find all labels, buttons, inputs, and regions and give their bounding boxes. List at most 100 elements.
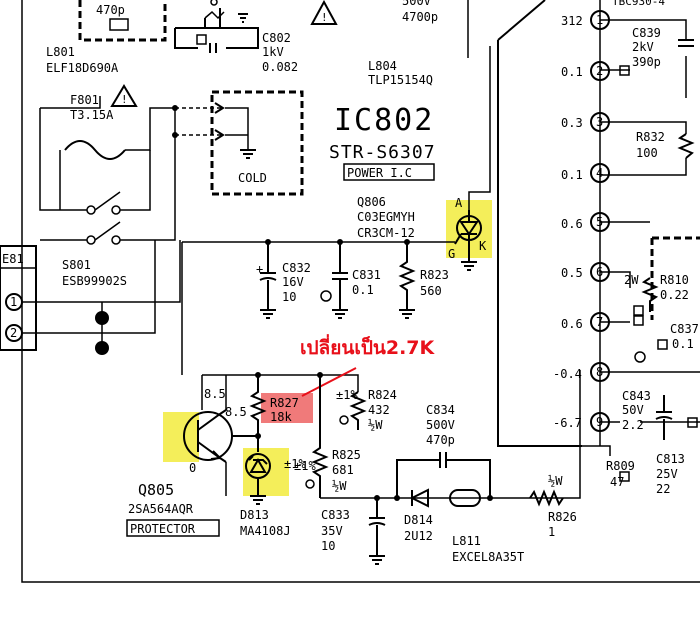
q805-base-v: 8.5 [204,387,226,401]
pin6-number: 6 [596,265,603,279]
r826-watt: ½W [548,474,563,488]
node-icon [172,105,178,111]
c831-value: 0.1 [352,283,374,297]
pin1-voltage: 312 [561,14,583,28]
c831-symbol [332,242,348,310]
q806-part1: C03EGMYH [357,210,415,224]
test-point-icon [633,315,644,326]
e81-pin2: 2 [10,326,17,340]
r826-symbol [529,489,564,507]
l811-bead-icon [449,489,481,507]
pin5-voltage: 0.6 [561,217,583,231]
pin8-number: 8 [596,365,603,379]
r825-value: 681 [332,463,354,477]
warning-icon [110,84,138,107]
inductor-top [204,10,225,20]
c832-symbol [259,242,277,310]
r827-label: R827 [270,396,299,410]
test-point-icon [633,305,644,316]
arrow-icon [214,102,225,141]
d813-tol: ±1% [284,457,306,471]
c833-symbol [368,498,386,556]
switch-contact [86,205,96,215]
r826-label: R826 [548,510,577,524]
pin6-voltage: 0.5 [561,266,583,280]
warning-icon [310,0,338,25]
switch-contact [111,235,121,245]
c843-label: C843 [622,389,651,403]
l811-label: L811 [452,534,481,548]
l801-label: L801 [46,45,75,59]
ground-icon [260,309,276,319]
c834-label: C834 [426,403,455,417]
s801-part: ESB99902S [62,274,127,288]
r809-value: 47 [610,475,624,489]
test-point-icon [619,65,630,76]
c802-label: C802 [262,31,291,45]
c843-voltage: 50V [622,403,644,417]
c839-symbol [678,39,694,47]
pin-voltages: 312 0.1 0.3 0.1 0.6 0.5 0.6 -0.4 -6.7 [553,14,583,430]
pin9-voltage: -6.7 [553,416,582,430]
pin9-circle [590,412,610,432]
r810-symbol [641,277,659,312]
test-point-icon [657,339,668,350]
cap-4700p: 4700p [402,10,438,24]
test-point-icon [196,34,207,45]
r825-label: R825 [332,448,361,462]
q805-emitter-v: 8.5 [225,405,247,419]
r809-label: R809 [606,459,635,473]
cold-label: COLD [238,171,267,185]
wire [174,8,259,49]
dashed-box-top [78,0,167,42]
f801-label: F801 [70,93,99,107]
r832-label: R832 [636,130,665,144]
wire [39,96,101,211]
d814-label: D814 [404,513,433,527]
switch-icon [80,150,151,211]
e81-header [0,245,37,269]
c813-voltage: 25V [656,467,678,481]
ground-icon [240,149,256,159]
protector-label: PROTECTOR [130,522,196,536]
r827-symbol [249,375,267,452]
r823-symbol [398,242,416,310]
r825-tol: ±1% [294,459,316,473]
c834-voltage: 500V [426,418,455,432]
c832-plus: + [256,262,263,276]
r810-watt: 2W [624,273,639,287]
r824-tol: ±1% [336,388,358,402]
warning-mark: ! [321,11,328,24]
power-ic-box [343,163,435,181]
cold-ground-box [210,90,304,196]
pin7-number: 7 [596,315,603,329]
ic802-part: STR-S6307 [329,142,436,163]
d813-label: D813 [240,508,269,522]
d814-part: 2U12 [404,529,433,543]
node-icon [210,0,218,6]
d813-zener-icon [248,455,268,496]
pin5-number: 5 [596,215,603,229]
warning-mark: ! [121,93,128,106]
c837-label: C837 [670,322,699,336]
annotation-arrow [301,367,357,397]
pin2-circle [590,61,610,81]
node-icon [172,132,178,138]
c832-value: 10 [282,290,296,304]
c834-symbol [396,452,491,498]
pin1-circle [590,10,610,30]
d814-diode-icon [409,488,429,508]
r810-label: R810 [660,273,689,287]
pin2-number: 2 [596,64,603,78]
test-point-icon [687,417,698,428]
pin3-number: 3 [596,115,603,129]
q806-label: Q806 [357,195,386,209]
f801-rating: T3.15A [70,108,114,122]
ground-icon [332,309,348,319]
wire [468,46,491,210]
protector-box [126,519,220,537]
annotation-text: เปลี่ยนเป็น2.7K [300,334,436,359]
pin3-voltage: 0.3 [561,116,583,130]
l801-part: ELF18D690A [46,61,119,75]
